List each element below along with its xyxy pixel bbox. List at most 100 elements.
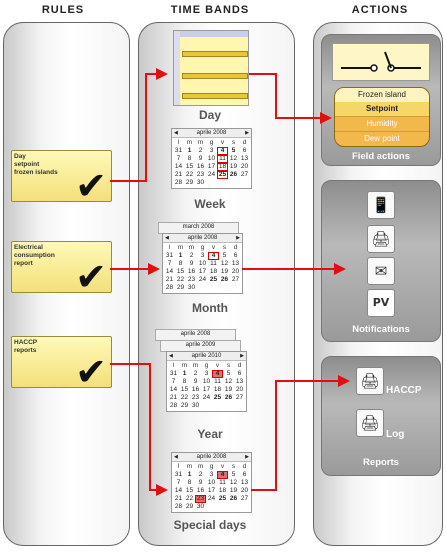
calendar-day[interactable]: 19 xyxy=(229,163,238,170)
calendar-day[interactable]: 16 xyxy=(191,386,200,393)
calendar-day[interactable]: 22 xyxy=(185,495,194,502)
calendar-day[interactable]: 25 xyxy=(209,276,218,283)
prev-arrow-icon[interactable]: ◀ xyxy=(174,454,178,460)
calendar-day[interactable]: 6 xyxy=(242,471,247,478)
calendar-day[interactable]: 21 xyxy=(174,171,183,178)
calendar-day[interactable]: 4 xyxy=(217,147,228,155)
calendar-day[interactable]: 25 xyxy=(218,495,227,502)
calendar-day[interactable]: 22 xyxy=(185,171,194,178)
calendar-day[interactable]: 10 xyxy=(207,155,216,162)
calendar-day[interactable]: 10 xyxy=(207,479,216,486)
calendar-day[interactable]: 29 xyxy=(185,503,194,510)
calendar-day[interactable]: 13 xyxy=(235,378,244,385)
report-log[interactable]: Log xyxy=(386,429,405,440)
calendar-day[interactable]: 27 xyxy=(240,495,249,502)
calendar-day[interactable]: 19 xyxy=(224,386,233,393)
calendar-day[interactable]: 6 xyxy=(242,147,247,154)
calendar-day[interactable]: 14 xyxy=(174,487,183,494)
calendar-day[interactable]: 14 xyxy=(174,163,183,170)
calendar-day[interactable]: 8 xyxy=(182,378,187,385)
calendar-day[interactable]: 18 xyxy=(218,487,227,494)
calendar-day[interactable]: 8 xyxy=(187,479,192,486)
rule-electrical-report[interactable]: Electrical consumption report ✔ xyxy=(11,241,112,296)
calendar-day[interactable]: 23 xyxy=(187,276,196,283)
calendar-day[interactable]: 3 xyxy=(209,147,214,154)
calendar-day[interactable]: 13 xyxy=(240,155,249,162)
mobile-phone-icon[interactable]: 📱 xyxy=(367,191,395,219)
calendar-day[interactable]: 4 xyxy=(217,471,228,479)
calendar-day[interactable]: 19 xyxy=(229,487,238,494)
calendar-day[interactable]: 26 xyxy=(229,495,238,502)
prev-arrow-icon[interactable]: ◀ xyxy=(174,130,178,136)
calendar-day[interactable]: 14 xyxy=(169,386,178,393)
calendar-day[interactable]: 6 xyxy=(233,252,238,259)
pv-logo-icon[interactable]: PV xyxy=(367,289,395,317)
menu-item-dew-point[interactable]: Dew point xyxy=(335,131,429,146)
menu-item-setpoint[interactable]: Setpoint xyxy=(335,102,429,116)
calendar-day[interactable]: 17 xyxy=(202,386,211,393)
calendar-day[interactable]: 7 xyxy=(176,479,181,486)
calendar-day[interactable]: 21 xyxy=(174,495,183,502)
calendar-day[interactable]: 5 xyxy=(226,370,231,377)
calendar-day[interactable]: 2 xyxy=(198,471,203,478)
calendar-day[interactable]: 28 xyxy=(174,179,183,186)
calendar-day[interactable]: 8 xyxy=(178,260,183,267)
calendar-day[interactable]: 9 xyxy=(198,155,203,162)
calendar-day[interactable]: 24 xyxy=(207,171,216,178)
calendar-day[interactable]: 11 xyxy=(217,155,228,163)
next-arrow-icon[interactable]: ▶ xyxy=(236,235,240,241)
calendar-day[interactable]: 1 xyxy=(182,370,187,377)
calendar-day[interactable]: 2 xyxy=(189,252,194,259)
report-haccp[interactable]: HACCP xyxy=(386,385,422,396)
calendar-day[interactable]: 22 xyxy=(180,394,189,401)
calendar-day[interactable]: 12 xyxy=(220,260,229,267)
calendar-day[interactable]: 10 xyxy=(198,260,207,267)
calendar-day[interactable]: 8 xyxy=(187,155,192,162)
calendar-day[interactable]: 31 xyxy=(174,471,183,478)
next-arrow-icon[interactable]: ▶ xyxy=(245,454,249,460)
calendar-day[interactable]: 15 xyxy=(176,268,185,275)
calendar-day[interactable]: 9 xyxy=(198,479,203,486)
next-arrow-icon[interactable]: ▶ xyxy=(240,353,244,359)
menu-item-humidity[interactable]: Humidity xyxy=(335,116,429,131)
calendar-day[interactable]: 7 xyxy=(167,260,172,267)
calendar-day[interactable]: 31 xyxy=(165,252,174,259)
calendar-day[interactable]: 20 xyxy=(235,386,244,393)
calendar-day[interactable]: 16 xyxy=(196,163,205,170)
calendar-day[interactable]: 5 xyxy=(222,252,227,259)
calendar-day[interactable]: 12 xyxy=(224,378,233,385)
calendar-day[interactable]: 2 xyxy=(198,147,203,154)
calendar-day[interactable]: 12 xyxy=(229,479,238,486)
calendar-day[interactable]: 27 xyxy=(240,171,249,178)
calendar-day[interactable]: 30 xyxy=(191,402,200,409)
calendar-day[interactable]: 7 xyxy=(176,155,181,162)
calendar-day[interactable]: 28 xyxy=(165,284,174,291)
calendar-day[interactable]: 26 xyxy=(224,394,233,401)
calendar-day[interactable]: 26 xyxy=(229,171,238,178)
calendar-day[interactable]: 16 xyxy=(196,487,205,494)
calendar-day[interactable]: 27 xyxy=(235,394,244,401)
calendar-day[interactable]: 23 xyxy=(195,495,206,503)
next-arrow-icon[interactable]: ▶ xyxy=(245,130,249,136)
calendar-day[interactable]: 29 xyxy=(180,402,189,409)
calendar-day[interactable]: 23 xyxy=(191,394,200,401)
calendar-day[interactable]: 18 xyxy=(209,268,218,275)
calendar-day[interactable]: 24 xyxy=(207,495,216,502)
calendar-day[interactable]: 30 xyxy=(187,284,196,291)
calendar-day[interactable]: 24 xyxy=(202,394,211,401)
calendar-day[interactable]: 28 xyxy=(174,503,183,510)
calendar-day[interactable]: 23 xyxy=(196,171,205,178)
calendar-day[interactable]: 4 xyxy=(208,252,219,260)
calendar-day[interactable]: 30 xyxy=(196,179,205,186)
calendar-day[interactable]: 9 xyxy=(189,260,194,267)
calendar-day[interactable]: 1 xyxy=(178,252,183,259)
calendar-day[interactable]: 7 xyxy=(171,378,176,385)
calendar-day[interactable]: 4 xyxy=(212,370,223,378)
calendar-day[interactable]: 3 xyxy=(204,370,209,377)
calendar-day[interactable]: 21 xyxy=(165,276,174,283)
calendar-day[interactable]: 11 xyxy=(214,378,221,385)
menu-item-frozen-island[interactable]: Frozen island xyxy=(335,88,429,102)
rule-day-setpoint[interactable]: Day setpoint frozen islands ✔ xyxy=(11,150,112,205)
calendar-day[interactable]: 5 xyxy=(231,471,236,478)
